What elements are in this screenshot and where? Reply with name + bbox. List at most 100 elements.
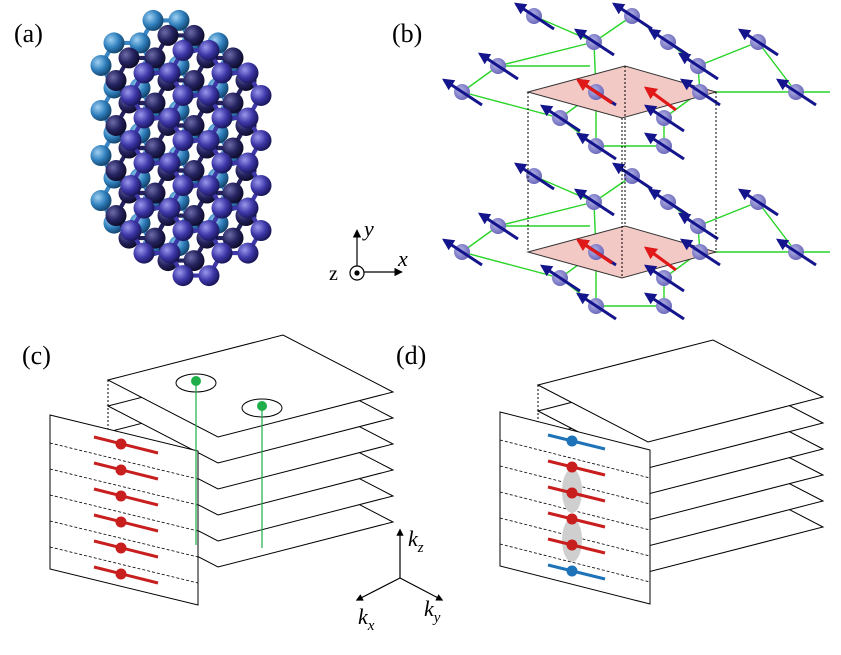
kx-plane-cut [49, 494, 199, 532]
lattice-atom [144, 137, 166, 159]
lattice-atom [120, 220, 142, 242]
lattice-atom [198, 220, 220, 242]
spin-arrow [775, 238, 817, 267]
spin-arrow [513, 2, 555, 31]
kx-plane-cut [49, 520, 199, 558]
lattice-atom [222, 47, 244, 69]
brillouin-zone-slices-d [499, 339, 825, 605]
lattice-atom [250, 220, 272, 242]
weyl-point [566, 513, 578, 525]
panel-label-c: (c) [22, 341, 51, 370]
spin-arrow [611, 162, 653, 191]
weyl-point [566, 487, 578, 499]
lattice-atom [133, 107, 155, 129]
axis-label-kz: kz [408, 526, 424, 556]
exchange-bond [497, 41, 595, 67]
lattice-atom [103, 32, 125, 54]
lattice-atom [172, 220, 194, 242]
lattice-atom [198, 39, 220, 61]
spin-arrow [575, 132, 617, 161]
lattice-atom [118, 47, 140, 69]
lattice-atom [183, 69, 205, 91]
lattice-atom [159, 107, 181, 129]
kz-slice [106, 334, 395, 438]
panel-label-b: (b) [392, 19, 422, 48]
axis-label-y: y [362, 216, 374, 241]
lattice-atom [133, 242, 155, 264]
lattice-atom [159, 152, 181, 174]
weyl-point [257, 401, 267, 411]
spin-plane-bottom [441, 162, 830, 321]
lattice-atom [237, 197, 259, 219]
exchange-bond [757, 41, 797, 93]
lattice-atom [183, 250, 205, 272]
spin-arrow [643, 132, 685, 161]
spin-arrow [539, 264, 581, 293]
weyl-point [191, 376, 201, 386]
lattice-atom [159, 197, 181, 219]
spin-arrow [647, 28, 689, 57]
kz-slice [536, 339, 825, 443]
lattice-atom [157, 24, 179, 46]
lattice-atom [172, 84, 194, 106]
spin-arrow-highlighted [643, 86, 677, 112]
lattice-atom [172, 129, 194, 151]
lattice-atom [172, 39, 194, 61]
lattice-atom [144, 47, 166, 69]
spin-arrow [677, 52, 719, 81]
kx-plane [49, 414, 199, 606]
lattice-atom [198, 175, 220, 197]
spin-arrow [737, 188, 779, 217]
weyl-point [115, 568, 127, 580]
honeycomb-lattice [90, 9, 272, 287]
kx-plane-cut [49, 442, 199, 480]
lattice-atom [183, 24, 205, 46]
lattice-atom [144, 182, 166, 204]
lattice-atom [237, 107, 259, 129]
spin-arrow [539, 104, 581, 133]
weyl-point [115, 438, 127, 450]
layer-bottom [120, 39, 272, 287]
axis-label-kx: kx [358, 604, 375, 634]
weyl-point [115, 490, 127, 502]
axis-label-z: z [329, 263, 338, 285]
lattice-atom [120, 84, 142, 106]
lattice-atom [222, 182, 244, 204]
spin-arrow [679, 78, 721, 107]
lattice-atom [250, 84, 272, 106]
lattice-atom [211, 107, 233, 129]
lattice-atom [250, 129, 272, 151]
spin-arrow [441, 238, 483, 267]
lattice-atom [133, 62, 155, 84]
panel-label-a: (a) [14, 19, 43, 48]
weyl-point [115, 464, 127, 476]
lattice-atom [183, 205, 205, 227]
spin-arrow [575, 292, 617, 321]
lattice-atom [90, 190, 112, 212]
spin-arrow [573, 188, 615, 217]
lattice-atom [237, 62, 259, 84]
exchange-bond [497, 201, 595, 227]
lattice-atom [211, 152, 233, 174]
spin-arrow [677, 212, 719, 241]
lattice-atom [222, 92, 244, 114]
spin-arrow [611, 2, 653, 31]
lattice-atom [183, 160, 205, 182]
lattice-atom [237, 152, 259, 174]
spin-arrow [573, 28, 615, 57]
lattice-atom [172, 265, 194, 287]
exchange-bond [757, 201, 797, 253]
kx-plane-cut [499, 543, 651, 583]
kx-plane-cut [49, 546, 199, 584]
spin-arrow [775, 78, 817, 107]
lattice-atom [105, 160, 127, 182]
lattice-atom [237, 242, 259, 264]
lattice-atom [129, 32, 151, 54]
spin-arrow [647, 188, 689, 217]
lattice-atom [105, 69, 127, 91]
axis-label-x: x [397, 246, 408, 271]
lattice-atom [211, 62, 233, 84]
spin-arrow-highlighted [575, 238, 613, 265]
spin-arrow [477, 52, 519, 81]
lattice-atom [144, 227, 166, 249]
